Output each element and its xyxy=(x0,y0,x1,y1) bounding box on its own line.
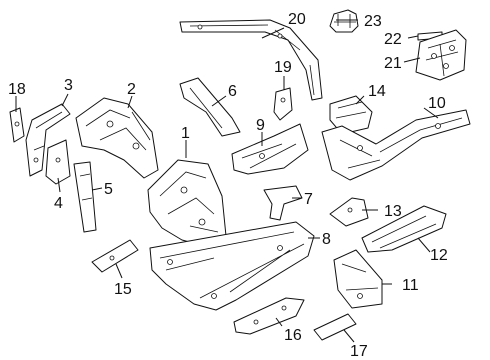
callout-5: 5 xyxy=(104,181,113,198)
callout-2: 2 xyxy=(127,81,136,98)
callout-23: 23 xyxy=(364,13,382,30)
callout-1: 1 xyxy=(181,125,190,142)
part-9-bracket xyxy=(231,123,309,175)
part-3-bracket xyxy=(25,93,71,177)
callout-21: 21 xyxy=(384,55,402,72)
callout-18: 18 xyxy=(8,81,26,98)
callout-22: 22 xyxy=(384,31,402,48)
callout-9: 9 xyxy=(256,117,265,134)
callout-11: 11 xyxy=(402,277,419,294)
part-4-bracket xyxy=(45,139,71,193)
part-14-bracket xyxy=(329,95,373,135)
part-23-mount xyxy=(329,9,359,33)
callout-15: 15 xyxy=(114,281,132,298)
callout-19: 19 xyxy=(274,59,292,76)
callout-16: 16 xyxy=(284,327,302,344)
callout-10: 10 xyxy=(428,95,446,112)
part-5-strut xyxy=(73,161,103,233)
callout-17: 17 xyxy=(350,343,368,360)
part-11-bracket xyxy=(333,249,392,309)
callout-20: 20 xyxy=(288,11,306,28)
part-17-bracket xyxy=(313,313,357,343)
part-2-apron xyxy=(75,95,159,179)
part-12-rail xyxy=(361,205,447,253)
part-10-rail xyxy=(321,107,471,181)
callout-13: 13 xyxy=(384,203,402,220)
part-21-bracket xyxy=(403,29,467,81)
callout-3: 3 xyxy=(64,77,73,94)
part-7-bracket xyxy=(263,185,303,221)
callout-4: 4 xyxy=(54,195,63,212)
part-18-bracket xyxy=(9,96,25,143)
callout-12: 12 xyxy=(430,247,448,264)
part-1-apron-assembly xyxy=(147,140,227,249)
callout-7: 7 xyxy=(304,191,313,208)
callout-8: 8 xyxy=(322,231,331,248)
callout-6: 6 xyxy=(228,83,237,100)
part-19-bracket xyxy=(273,76,293,121)
part-16-plate xyxy=(233,297,305,335)
part-15-plate xyxy=(91,239,139,279)
part-13-bracket xyxy=(329,197,378,227)
part-8-frame-rail xyxy=(149,221,320,311)
part-20-upper-rail xyxy=(179,19,323,101)
callout-14: 14 xyxy=(368,83,386,100)
part-6-bracket xyxy=(179,77,241,137)
